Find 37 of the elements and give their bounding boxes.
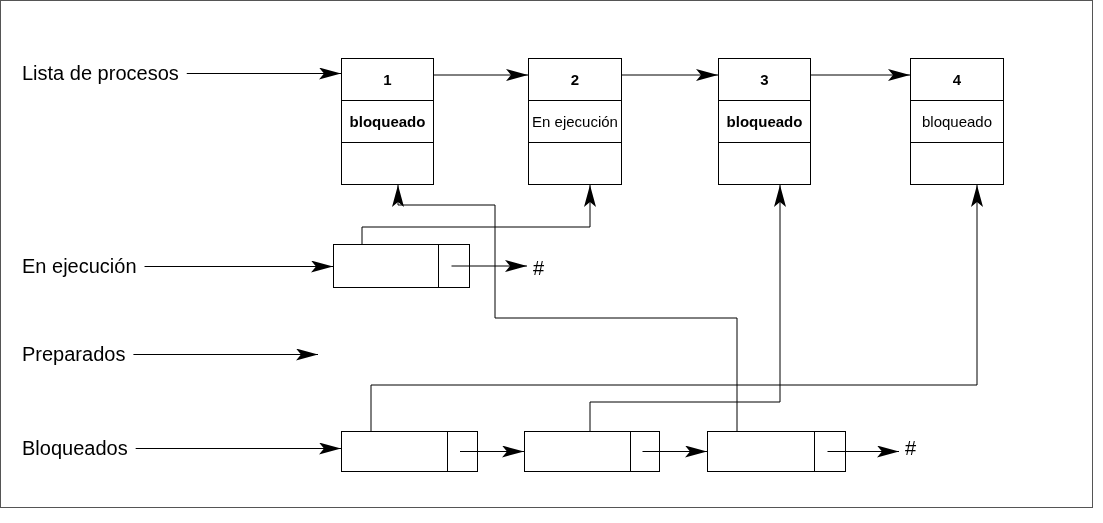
arrow	[132, 348, 319, 361]
arrow	[810, 69, 911, 81]
process-control-block	[341, 58, 434, 185]
list-node	[341, 431, 478, 472]
list-label: En ejecución	[22, 255, 137, 278]
list-node	[524, 431, 660, 472]
arrow	[459, 445, 525, 458]
process-state: bloqueado	[726, 113, 803, 130]
null-marker: #	[905, 437, 917, 460]
list-label: Lista de procesos	[22, 62, 179, 85]
process-state: bloqueado	[921, 113, 993, 130]
arrow	[451, 260, 528, 272]
process-control-block	[910, 58, 1004, 185]
arrow	[827, 445, 900, 458]
list-node	[333, 244, 470, 288]
process-number: 3	[760, 71, 769, 88]
list-label: Preparados	[22, 343, 126, 366]
process-number: 1	[383, 71, 392, 88]
process-state: bloqueado	[349, 113, 426, 130]
arrow	[186, 67, 342, 80]
pointer-arrow	[370, 184, 983, 432]
list-node	[707, 431, 846, 472]
arrow	[144, 260, 334, 273]
arrow	[135, 442, 342, 455]
arrow	[642, 445, 708, 458]
pointer-arrow	[361, 184, 596, 245]
process-state: En ejecución	[532, 113, 618, 130]
process-number: 2	[570, 71, 580, 88]
pointer-arrow	[589, 184, 786, 432]
arrow	[433, 69, 529, 81]
list-label: Bloqueados	[22, 437, 128, 460]
arrow	[621, 69, 719, 81]
pointer-arrow	[392, 184, 738, 432]
process-control-block	[528, 58, 622, 185]
null-marker: #	[533, 257, 545, 280]
process-control-block	[718, 58, 811, 185]
process-number: 4	[952, 71, 962, 88]
